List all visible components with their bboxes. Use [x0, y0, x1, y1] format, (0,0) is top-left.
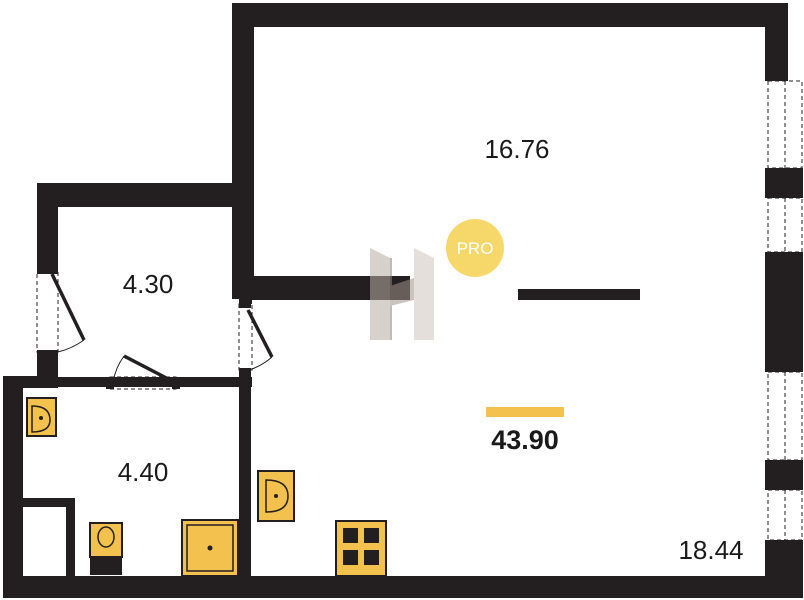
- doors: [36, 268, 274, 390]
- wall-inner-upper: [239, 207, 252, 304]
- wall-right-pier-4: [765, 460, 803, 490]
- h-logo-icon: [370, 248, 434, 340]
- wall-bath-niche-top: [23, 498, 75, 507]
- wall-partition-bar: [518, 289, 640, 300]
- wall-bath-left: [3, 376, 23, 598]
- wall-hall-bath: [52, 377, 252, 387]
- hall-area-label: 4.30: [123, 269, 174, 299]
- washbasin-icon: [26, 397, 57, 437]
- shower-tray-icon: [181, 519, 239, 577]
- door-entrance: [36, 268, 86, 356]
- pro-badge-text: PRO: [457, 239, 494, 258]
- door-bathroom: [106, 354, 180, 390]
- wall-right-pier-3: [765, 252, 803, 372]
- windows: [767, 80, 803, 541]
- wall-right-pier-1: [765, 3, 788, 81]
- wall-hall-top: [37, 183, 254, 207]
- toilet-icon: [89, 522, 123, 575]
- total-area-underline: [486, 407, 564, 417]
- wall-right-pier-2: [765, 168, 803, 198]
- wall-top: [232, 3, 788, 27]
- fixtures: [26, 397, 387, 577]
- wall-bath-top-left: [3, 376, 58, 388]
- stove-icon: [335, 520, 387, 577]
- pro-badge-icon: PRO: [446, 219, 504, 277]
- sink-icon: [257, 470, 295, 522]
- wall-bottom: [3, 576, 788, 598]
- bath-area-label: 4.40: [118, 457, 169, 487]
- total-area-label: 43.90: [491, 425, 559, 455]
- door-hall-main: [238, 302, 274, 374]
- wall-inner-lower: [239, 370, 251, 580]
- living-area-label: 16.76: [484, 134, 549, 164]
- kitchen-area-label: 18.44: [678, 535, 743, 565]
- wall-right-pier-5: [765, 540, 803, 598]
- wall-bath-niche-side: [66, 498, 75, 578]
- wall-hall-left-upper: [37, 183, 58, 272]
